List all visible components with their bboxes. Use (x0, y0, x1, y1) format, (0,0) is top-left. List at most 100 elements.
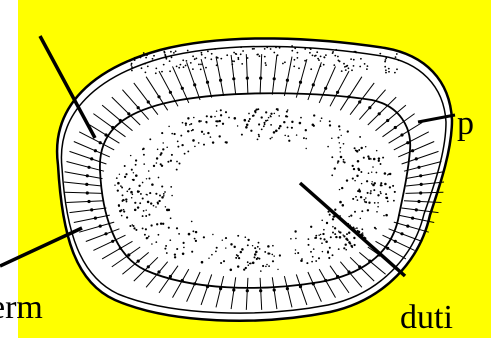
stipple-dot (286, 111, 288, 113)
stipple-dot (183, 242, 185, 244)
stipple-dot (141, 67, 143, 69)
cell-nucleus (90, 208, 93, 211)
stipple-dot (171, 195, 173, 197)
stipple-dot (161, 165, 163, 167)
cell-nucleus (94, 149, 97, 152)
stipple-dot (158, 234, 160, 236)
stipple-dot (368, 157, 371, 160)
stipple-dot (211, 254, 213, 256)
stipple-dot (353, 237, 355, 239)
stipple-dot (117, 182, 120, 185)
stipple-dot (354, 147, 356, 149)
stipple-dot (186, 60, 188, 62)
stipple-dot (252, 245, 253, 246)
cell-nucleus (206, 81, 209, 84)
stipple-dot (123, 199, 125, 201)
cell-nucleus (219, 287, 222, 290)
stipple-dot (333, 64, 335, 66)
stipple-dot (370, 190, 372, 192)
cell-nucleus (299, 81, 302, 84)
stipple-dot (267, 245, 270, 248)
stipple-dot (185, 122, 187, 124)
stipple-dot (162, 223, 164, 225)
stipple-dot (327, 146, 329, 148)
stipple-dot (360, 196, 362, 198)
stipple-dot (339, 201, 342, 204)
stipple-dot (329, 124, 331, 126)
stipple-dot (201, 52, 203, 54)
stipple-dot (250, 130, 252, 132)
stipple-dot (379, 53, 381, 55)
stipple-dot (257, 246, 259, 248)
stipple-dot (354, 211, 356, 213)
stipple-dot (162, 148, 164, 150)
stipple-dot (151, 183, 154, 186)
cell-nucleus (415, 208, 418, 211)
stipple-dot (162, 142, 163, 143)
stipple-dot (310, 251, 312, 253)
stipple-dot (285, 115, 287, 117)
stipple-dot (309, 47, 311, 49)
stipple-dot (165, 55, 167, 57)
stipple-dot (192, 230, 194, 232)
stipple-dot (345, 69, 347, 71)
stipple-dot (338, 248, 340, 250)
stipple-dot (347, 130, 349, 132)
stipple-dot (121, 215, 123, 217)
stipple-dot (134, 209, 137, 212)
stipple-dot (131, 169, 133, 171)
cell-nucleus (378, 112, 381, 115)
label-left-partial: erm (0, 291, 43, 325)
stipple-dot (183, 247, 185, 249)
stipple-dot (201, 131, 203, 133)
stipple-dot (196, 58, 198, 60)
stipple-dot (368, 202, 370, 204)
stipple-dot (145, 209, 146, 210)
stipple-dot (149, 192, 151, 194)
stipple-dot (341, 135, 342, 136)
stipple-dot (355, 196, 357, 198)
stipple-dot (123, 211, 125, 213)
stipple-dot (346, 233, 348, 235)
stipple-dot (343, 159, 345, 161)
stipple-dot (135, 164, 137, 166)
cell-nucleus (273, 77, 276, 80)
stipple-dot (257, 257, 259, 259)
cell-nucleus (406, 141, 409, 144)
stipple-dot (181, 144, 183, 146)
stipple-dot (222, 123, 224, 125)
cell-nucleus (86, 191, 89, 194)
stipple-dot (169, 60, 171, 62)
stipple-dot (125, 198, 127, 200)
stipple-dot (370, 158, 371, 159)
stipple-dot (178, 162, 180, 164)
stipple-dot (142, 197, 144, 199)
cell-nucleus (368, 260, 371, 263)
stipple-dot (190, 123, 192, 125)
stipple-dot (279, 125, 282, 128)
stipple-dot (295, 249, 296, 250)
stipple-dot (366, 68, 368, 70)
stipple-dot (210, 136, 212, 138)
stipple-dot (148, 214, 150, 216)
stipple-dot (372, 166, 374, 168)
stipple-dot (139, 202, 141, 204)
stipple-dot (383, 215, 385, 217)
stipple-dot (269, 253, 271, 255)
stipple-dot (245, 126, 248, 129)
stipple-dot (116, 177, 118, 179)
stipple-dot (255, 251, 258, 254)
stipple-dot (360, 171, 362, 173)
stipple-dot (384, 66, 386, 68)
stipple-dot (334, 233, 336, 235)
stipple-dot (326, 222, 328, 224)
stipple-dot (125, 173, 127, 175)
stipple-dot (156, 162, 158, 164)
stipple-dot (225, 247, 226, 248)
stipple-dot (317, 58, 319, 60)
stipple-dot (143, 154, 145, 156)
stipple-dot (291, 45, 293, 47)
stipple-dot (334, 227, 336, 229)
stipple-dot (376, 172, 378, 174)
stipple-dot (380, 163, 382, 165)
